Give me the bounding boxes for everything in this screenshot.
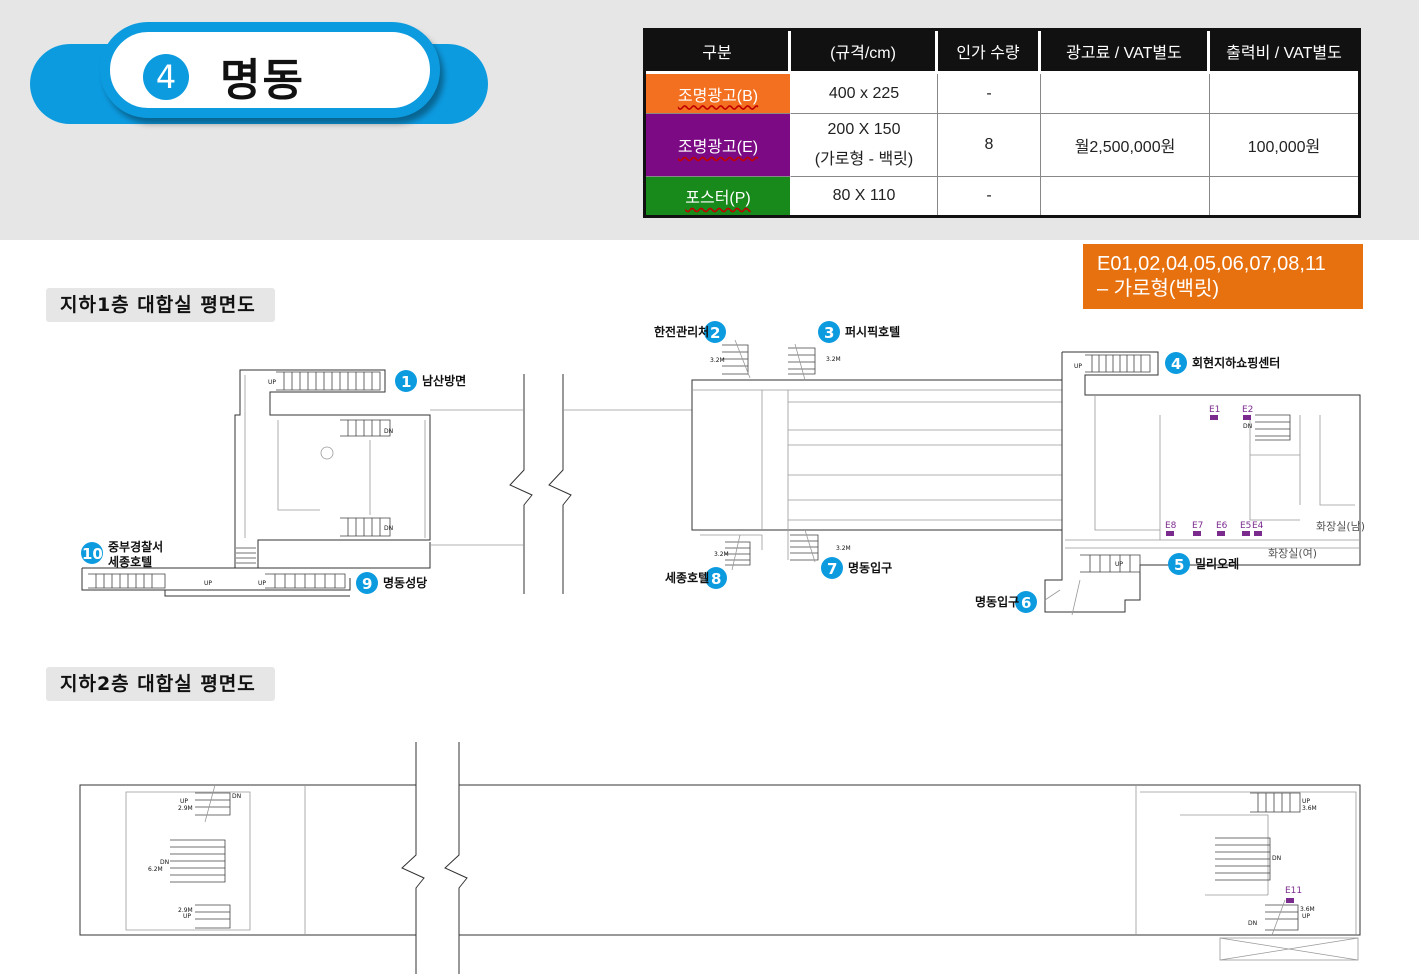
exit-name: 퍼시픽호텔 bbox=[845, 324, 900, 339]
exit-4: 4 회현지하쇼핑센터 bbox=[1165, 352, 1280, 374]
col-header: 구분 bbox=[646, 31, 791, 74]
table-header-row: 구분 (규격/cm) 인가 수량 광고료 / VAT별도 출력비 / VAT별도 bbox=[646, 31, 1358, 74]
size-cell: 80 X 110 bbox=[791, 177, 938, 215]
stair-height-label: 3.2M bbox=[714, 551, 729, 558]
stair-dn-label: DN bbox=[384, 428, 393, 435]
station-badge: 4 명동 bbox=[30, 22, 490, 132]
ad-marker-label: E4 bbox=[1252, 521, 1264, 531]
col-header: 인가 수량 bbox=[938, 31, 1041, 74]
ad-marker-label: E6 bbox=[1216, 521, 1228, 531]
exit-6: 6 명동입구 bbox=[975, 591, 1037, 613]
ad-marker-label: E1 bbox=[1209, 405, 1220, 415]
ad-marker-e4 bbox=[1254, 531, 1262, 536]
svg-text:10: 10 bbox=[82, 545, 103, 563]
restroom-men-label: 화장실(남) bbox=[1316, 520, 1365, 533]
exit-3: 3 퍼시픽호텔 bbox=[818, 321, 900, 343]
table-row: 포스터(P) 80 X 110 - bbox=[646, 177, 1358, 215]
stair-up-label: UP bbox=[204, 580, 212, 587]
exit-name: 남산방면 bbox=[422, 373, 466, 388]
exit-name: 회현지하쇼핑센터 bbox=[1192, 355, 1280, 370]
ad-marker-e7 bbox=[1193, 531, 1201, 536]
print-cell bbox=[1210, 74, 1358, 114]
col-header: 광고료 / VAT별도 bbox=[1041, 31, 1210, 74]
ad-marker-e1 bbox=[1210, 415, 1218, 420]
fee-cell bbox=[1041, 74, 1210, 114]
svg-text:2: 2 bbox=[710, 324, 720, 342]
exit-2: 2 한전관리처 bbox=[654, 321, 726, 343]
print-cell bbox=[1210, 177, 1358, 215]
svg-text:9: 9 bbox=[362, 575, 372, 593]
ad-type-note: E01,02,04,05,06,07,08,11 – 가로형(백릿) bbox=[1083, 244, 1363, 309]
svg-text:6: 6 bbox=[1021, 594, 1031, 612]
exit-name: 세종호텔 bbox=[665, 570, 709, 585]
floor-b1-title: 지하1층 대합실 평면도 bbox=[46, 288, 275, 322]
stair-height-label: 3.2M bbox=[826, 356, 841, 363]
category-cell: 조명광고(B) bbox=[646, 74, 791, 114]
stair-height-label: 3.2M bbox=[836, 545, 851, 552]
b1-right-hall: E1 E2 E8 E7 E6 E5 E4 화장실(남) 화장실(여) UP UP… bbox=[1044, 351, 1365, 616]
table-row: 조명광고(E) 200 X 150(가로형 - 백릿) 8 월2,500,000… bbox=[646, 114, 1358, 177]
stair-up-label: UP bbox=[1115, 561, 1123, 568]
exit-9: 9 명동성당 bbox=[356, 572, 427, 594]
ad-marker-e5 bbox=[1242, 531, 1250, 536]
exit-name: 명동입구 bbox=[975, 595, 1019, 609]
exit-name: 명동성당 bbox=[383, 575, 427, 590]
svg-text:8: 8 bbox=[711, 570, 721, 588]
exit-name: 세종호텔 bbox=[108, 554, 152, 569]
svg-text:4: 4 bbox=[1171, 355, 1181, 373]
svg-text:5: 5 bbox=[1174, 556, 1184, 574]
note-line: – 가로형(백릿) bbox=[1097, 278, 1219, 300]
exit-7: 7 명동입구 bbox=[821, 557, 892, 579]
station-number: 4 bbox=[143, 54, 189, 100]
qty-cell: - bbox=[938, 74, 1041, 114]
category-cell: 조명광고(E) bbox=[646, 114, 791, 177]
exit-name: 중부경찰서 bbox=[108, 539, 163, 554]
exit-name: 한전관리처 bbox=[654, 324, 709, 339]
price-table: 구분 (규격/cm) 인가 수량 광고료 / VAT별도 출력비 / VAT별도… bbox=[643, 28, 1361, 218]
qty-cell: 8 bbox=[938, 114, 1041, 177]
ad-marker-label: E2 bbox=[1242, 405, 1253, 415]
ad-marker-e6 bbox=[1217, 531, 1225, 536]
exit-8: 8 세종호텔 bbox=[665, 567, 727, 589]
exit-5: 5 밀리오레 bbox=[1168, 553, 1239, 575]
stair-up-label: UP bbox=[258, 580, 266, 587]
stair-up-label: UP bbox=[1074, 363, 1082, 370]
print-cell: 100,000원 bbox=[1210, 114, 1358, 177]
svg-text:7: 7 bbox=[827, 560, 837, 578]
ad-marker-label: E7 bbox=[1192, 521, 1203, 531]
category-cell: 포스터(P) bbox=[646, 177, 791, 215]
restroom-women-label: 화장실(여) bbox=[1268, 547, 1317, 560]
b1-left-hall: UP DN DN UP UP bbox=[81, 369, 431, 597]
b1-break-marks bbox=[430, 374, 692, 594]
stair-dn-label: DN bbox=[1243, 423, 1252, 430]
ad-marker-e8 bbox=[1166, 531, 1174, 536]
qty-cell: - bbox=[938, 177, 1041, 215]
exit-name: 명동입구 bbox=[848, 561, 892, 575]
table-row: 조명광고(B) 400 x 225 - bbox=[646, 74, 1358, 114]
floor-b2-title: 지하2층 대합실 평면도 bbox=[46, 667, 275, 701]
fee-cell: 월2,500,000원 bbox=[1041, 114, 1210, 177]
fee-cell bbox=[1041, 177, 1210, 215]
ad-marker-label: E5 bbox=[1240, 521, 1251, 531]
exit-name: 밀리오레 bbox=[1195, 556, 1239, 571]
svg-text:1: 1 bbox=[401, 373, 411, 391]
size-cell: 200 X 150(가로형 - 백릿) bbox=[791, 114, 938, 177]
col-header: 출력비 / VAT별도 bbox=[1210, 31, 1358, 74]
stair-dn-label: DN bbox=[384, 525, 393, 532]
col-header: (규격/cm) bbox=[791, 31, 938, 74]
ad-marker-e2 bbox=[1243, 415, 1251, 420]
stair-height-label: 3.2M bbox=[710, 357, 725, 364]
size-cell: 400 x 225 bbox=[791, 74, 938, 114]
svg-text:3: 3 bbox=[824, 324, 834, 342]
note-line: E01,02,04,05,06,07,08,11 bbox=[1097, 253, 1326, 275]
station-name: 명동 bbox=[220, 55, 305, 106]
ad-marker-label: E8 bbox=[1165, 521, 1177, 531]
stair-up-label: UP bbox=[268, 379, 276, 386]
exit-1: 1 남산방면 bbox=[395, 370, 466, 392]
b1-center-hall: 3.2M 3.2M 3.2M 3.2M bbox=[691, 339, 1063, 571]
exit-10: 10 중부경찰서 세종호텔 bbox=[81, 539, 163, 569]
